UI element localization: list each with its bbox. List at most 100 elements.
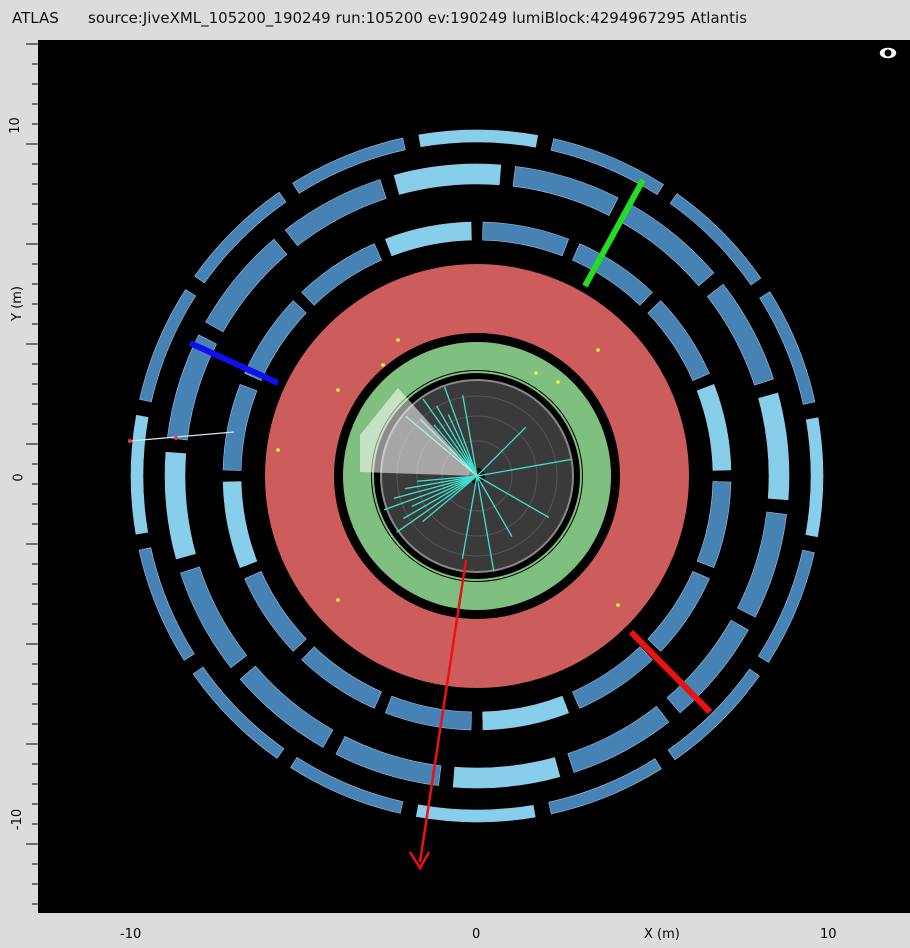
tracks (383, 386, 572, 572)
track (447, 414, 478, 477)
calo-hit (336, 598, 340, 602)
muon-chamber (284, 179, 387, 247)
track (461, 475, 478, 559)
muon-hit (174, 436, 178, 440)
muon-chamber (244, 300, 307, 381)
muon-chamber (239, 665, 334, 748)
muon-chamber (301, 646, 382, 709)
muon-chamber (567, 705, 670, 773)
muon-chamber (696, 383, 732, 471)
muon-chamber (290, 756, 404, 814)
track (417, 475, 478, 482)
calo-hit (381, 363, 385, 367)
event-tool: Atlantis (690, 9, 748, 27)
x-axis: -10 0 X (m) 10 (38, 912, 910, 948)
muon-chamber (194, 191, 287, 284)
track (404, 475, 478, 490)
track (476, 475, 513, 537)
muon-chamber (384, 695, 472, 731)
track (435, 405, 478, 477)
track (476, 458, 572, 477)
track (476, 426, 527, 477)
muon-chamber (758, 392, 790, 501)
calo-hit (616, 603, 620, 607)
x-tick-label: 0 (472, 927, 481, 942)
muon-chamber (167, 334, 217, 441)
track (411, 475, 478, 508)
muon-chamber (696, 481, 732, 569)
event-display-canvas[interactable] (38, 40, 910, 912)
muon-chamber (205, 238, 288, 333)
calo-hit (336, 388, 340, 392)
title-bar: ATLAS source:JiveXML_105200_190249 run:1… (0, 0, 910, 36)
muon-chamber (550, 138, 664, 196)
muon-chamber (572, 646, 653, 709)
calo-hit (396, 338, 400, 342)
x-axis-label: X (m) (644, 927, 680, 942)
event-number: ev:190249 (427, 9, 508, 27)
calo-hit (276, 448, 280, 452)
muon-chamber (757, 549, 815, 663)
app-name: ATLAS (12, 9, 59, 27)
muon-chamber (647, 300, 710, 381)
muon-chamber (244, 571, 307, 652)
muon-chamber (130, 414, 149, 535)
track (422, 398, 478, 477)
eye-icon[interactable] (878, 44, 904, 62)
muon-chamber (192, 666, 285, 759)
track (462, 395, 478, 477)
muon-chamber (415, 804, 536, 823)
muon-chamber (393, 163, 502, 195)
muon-chamber (384, 221, 472, 257)
x-tick-label: 10 (820, 927, 837, 942)
muon-chamber (620, 204, 715, 287)
muon-chamber (572, 243, 653, 306)
muon-chamber (418, 129, 539, 148)
muon-chamber (335, 736, 442, 786)
y-tick-label: 10 (7, 117, 23, 134)
jet-cone (360, 388, 477, 476)
pixel-layer (441, 440, 513, 512)
muon-chamber (222, 383, 258, 471)
track (476, 475, 495, 572)
muon-chamber (759, 291, 816, 405)
y-axis: 10 Y (m) 0 -10 (0, 40, 39, 912)
y-tick-label: 0 (11, 473, 27, 482)
sct-layer (416, 415, 538, 537)
missing-et-arrow (418, 559, 468, 863)
x-tick-label: -10 (120, 927, 142, 942)
track (476, 475, 550, 519)
track (396, 475, 478, 533)
muon-chamber (548, 758, 662, 815)
track (393, 475, 478, 499)
y-axis-ticks (26, 43, 38, 905)
muon-chamber (292, 137, 406, 194)
muon-chamber (667, 668, 760, 761)
y-axis-label: Y (m) (9, 286, 25, 321)
muon-chamber (737, 511, 787, 618)
muon-chamber (301, 243, 382, 306)
muon-chamber (805, 417, 824, 538)
muon-chamber (452, 757, 561, 789)
muon-chamber (647, 571, 710, 652)
muon-chamber (669, 193, 762, 286)
solenoid (372, 371, 582, 581)
event-info: source:JiveXML_105200_190249 run:105200 … (74, 9, 747, 27)
calo-hit (534, 371, 538, 375)
trt-layer (396, 395, 558, 557)
muon-chambers (130, 129, 824, 823)
event-lumi: lumiBlock:4294967295 (512, 9, 686, 27)
y-tick-label: -10 (10, 808, 26, 831)
track (422, 475, 478, 523)
muon-chamber (222, 481, 258, 569)
muon-chamber (482, 695, 570, 731)
muon-hit (128, 439, 132, 443)
muon-segment-red (628, 629, 713, 715)
calo-hit (596, 348, 600, 352)
muon-chamber (512, 166, 619, 216)
muon-chamber (180, 566, 248, 669)
muon-chamber (706, 283, 774, 386)
muon-chamber (482, 221, 570, 257)
track (383, 475, 478, 511)
event-source: source:JiveXML_105200_190249 (88, 9, 331, 27)
